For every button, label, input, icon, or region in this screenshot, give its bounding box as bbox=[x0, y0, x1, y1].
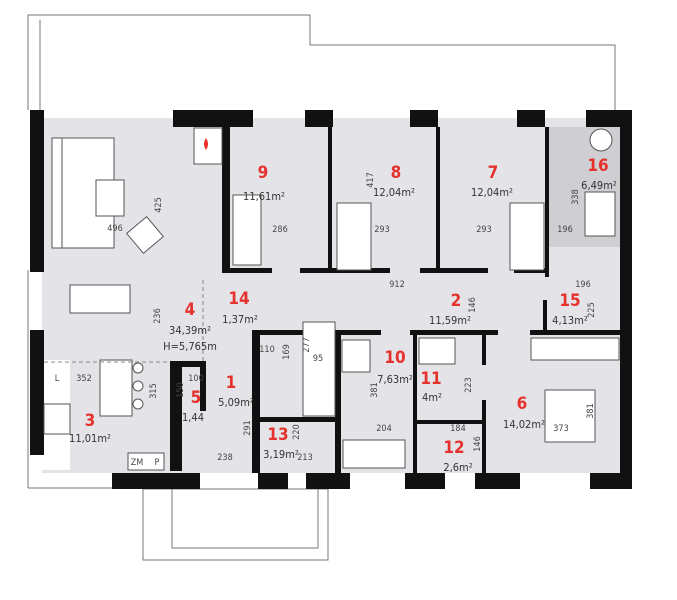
room-9-area: 11,61m² bbox=[243, 190, 285, 203]
room-13-area: 3,19m² bbox=[263, 448, 299, 461]
room-7-area: 12,04m² bbox=[471, 186, 513, 199]
room-15-area: 4,13m² bbox=[552, 314, 588, 327]
dim: 293 bbox=[374, 225, 389, 235]
dim: 95 bbox=[313, 354, 323, 364]
dim: 293 bbox=[476, 225, 491, 235]
room-5-area: 1,44 bbox=[182, 411, 204, 424]
dim: 204 bbox=[376, 424, 391, 434]
room-16-area: 6,49m² bbox=[581, 179, 617, 192]
room-5-number: 5 bbox=[191, 388, 202, 408]
room-14-number: 14 bbox=[228, 289, 249, 309]
room-3-area: 11,01m² bbox=[69, 432, 111, 445]
fire-icon bbox=[204, 138, 208, 150]
furniture bbox=[43, 127, 620, 469]
room-12-area: 2,6m² bbox=[443, 461, 472, 474]
dim: 291 bbox=[243, 420, 253, 435]
room-1-number: 1 bbox=[226, 373, 237, 393]
dim: 146 bbox=[468, 297, 478, 312]
room-11-area: 4m² bbox=[422, 391, 442, 404]
room-9-number: 9 bbox=[258, 163, 269, 183]
bed-7 bbox=[509, 202, 545, 271]
bed-8 bbox=[336, 202, 372, 271]
dim: 315 bbox=[149, 383, 159, 398]
room-13-number: 13 bbox=[267, 425, 288, 445]
zm-label: ZM bbox=[131, 458, 144, 468]
armchair bbox=[125, 215, 165, 255]
terrace bbox=[142, 488, 329, 561]
room-11-number: 11 bbox=[420, 369, 441, 389]
room-6-number: 6 bbox=[517, 394, 528, 414]
dim: 110 bbox=[259, 345, 274, 355]
dim: 196 bbox=[575, 280, 590, 290]
dim: 223 bbox=[464, 377, 474, 392]
room-14-area: 1,37m² bbox=[222, 313, 258, 326]
bathtub bbox=[342, 439, 406, 469]
shower bbox=[341, 339, 371, 373]
fireplace bbox=[193, 127, 223, 165]
room-15-number: 15 bbox=[559, 291, 580, 311]
room-1-area: 5,09m² bbox=[218, 396, 254, 409]
dim: 213 bbox=[297, 453, 312, 463]
room-4-height: H=5,765m bbox=[163, 340, 217, 353]
dining-table bbox=[69, 284, 131, 314]
boiler-16 bbox=[584, 191, 616, 237]
room-6-area: 14,02m² bbox=[503, 418, 545, 431]
dim: 225 bbox=[587, 302, 597, 317]
dim: 381 bbox=[370, 382, 380, 397]
room-2-area: 11,59m² bbox=[429, 314, 471, 327]
dim: 236 bbox=[153, 308, 163, 323]
shower-11 bbox=[418, 337, 456, 365]
dim: 352 bbox=[76, 374, 91, 384]
bed-6 bbox=[544, 389, 596, 443]
room-7-number: 7 bbox=[488, 163, 499, 183]
dim: 373 bbox=[553, 424, 568, 434]
roof-outline bbox=[27, 14, 616, 489]
dim: 184 bbox=[450, 424, 465, 434]
p-label: P bbox=[155, 458, 160, 468]
fridge-label: L bbox=[55, 374, 60, 384]
kitchen-island bbox=[99, 359, 133, 417]
room-labels: 1 5,09m² 2 11,59m² 3 11,01m² 4 34,39m² H… bbox=[69, 156, 617, 474]
dim: 496 bbox=[107, 224, 122, 234]
dim: 338 bbox=[571, 189, 581, 204]
room-2-number: 2 bbox=[451, 291, 462, 311]
room-4-number: 4 bbox=[185, 300, 196, 320]
room-12-number: 12 bbox=[443, 438, 464, 458]
dim: 286 bbox=[272, 225, 287, 235]
dim: 912 bbox=[389, 280, 404, 290]
coffee-table bbox=[95, 179, 125, 217]
dim: 150 bbox=[176, 382, 186, 397]
room-3-number: 3 bbox=[85, 411, 96, 431]
bed-9 bbox=[232, 194, 262, 266]
dim: 196 bbox=[557, 225, 572, 235]
dim: 146 bbox=[473, 436, 483, 451]
room-4-area: 34,39m² bbox=[169, 324, 211, 337]
dimension-labels: 496 425 236 286 417 293 293 338 196 912 … bbox=[55, 172, 597, 471]
room-8-area: 12,04m² bbox=[373, 186, 415, 199]
room-10-number: 10 bbox=[384, 348, 405, 368]
dim: 277 bbox=[302, 337, 312, 352]
room-8-number: 8 bbox=[391, 163, 402, 183]
dim: 417 bbox=[366, 172, 376, 187]
stairs bbox=[302, 321, 336, 417]
dim: 425 bbox=[154, 197, 164, 212]
dim: 220 bbox=[292, 424, 302, 439]
stove bbox=[43, 403, 71, 435]
room-10-area: 7,63m² bbox=[377, 373, 413, 386]
wardrobe-6 bbox=[530, 337, 620, 361]
dim: 381 bbox=[586, 403, 596, 418]
dim: 100 bbox=[188, 374, 203, 384]
dim: 238 bbox=[217, 453, 232, 463]
room-16-number: 16 bbox=[587, 156, 608, 176]
dim: 169 bbox=[282, 344, 292, 359]
